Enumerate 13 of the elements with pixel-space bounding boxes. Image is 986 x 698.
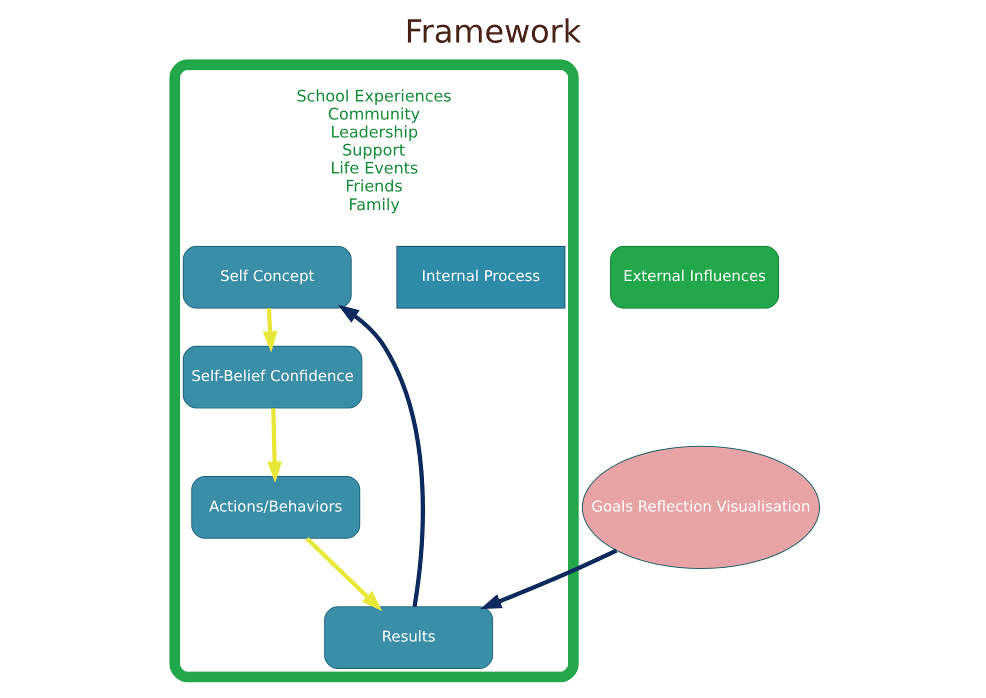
arrow <box>338 304 425 607</box>
arrow <box>262 308 278 352</box>
node-box: Self-Belief Confidence <box>182 346 362 409</box>
arrow <box>305 536 382 612</box>
diagram-title: Framework <box>404 12 582 50</box>
arrow <box>480 548 618 610</box>
arrow <box>267 408 282 483</box>
node-box: Results <box>324 606 494 669</box>
node-box: Self Concept <box>182 246 352 309</box>
node-box: Internal Process <box>396 246 566 309</box>
node-box: Actions/Behaviors <box>191 476 360 539</box>
node-ellipse: Goals Reflection Visualisation <box>582 446 820 570</box>
node-box: External Influences <box>610 246 780 309</box>
